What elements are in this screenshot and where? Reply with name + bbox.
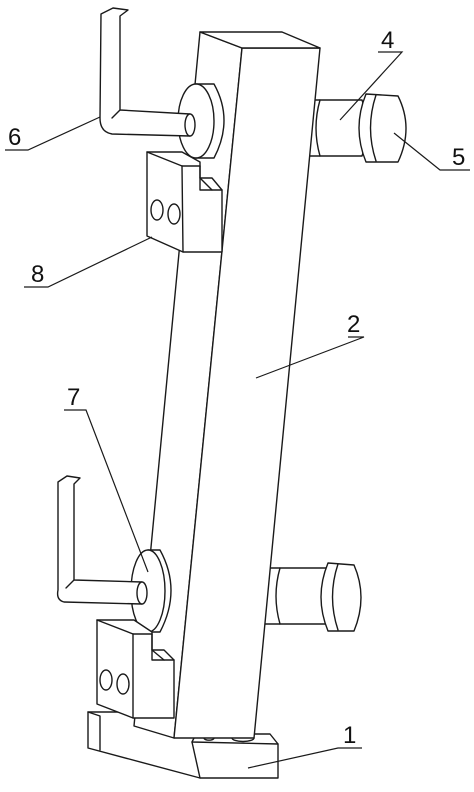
upper-hook-part-6 [99,7,196,137]
leader-7 [64,409,149,573]
upper-disc [177,83,225,159]
label-1: 1 [343,722,356,749]
leader-2 [255,336,365,379]
column-part-2 [133,31,321,739]
lower-clamp-hole-left [99,669,113,691]
leader-4 [339,51,404,121]
leader-8 [24,236,153,288]
column-top-face [199,31,321,49]
label-6: 6 [8,124,21,151]
label-2: 2 [347,311,360,338]
lower-disc-part-7 [130,549,172,633]
leader-5 [393,132,470,171]
lower-clamp [96,619,175,719]
leader-1 [247,747,362,769]
part-labels: 4 5 6 8 2 7 1 [8,27,465,749]
lower-clamp-hole-right [116,673,130,695]
upper-clamp-part-8 [146,151,223,253]
upper-clamp-hole-left [150,199,164,221]
lower-hook [56,475,148,605]
upper-clamp-hole-right [167,203,181,225]
label-5: 5 [452,144,465,171]
label-4: 4 [381,27,394,54]
label-8: 8 [31,261,44,288]
leader-6 [5,116,101,151]
lower-knob [320,562,362,632]
label-7: 7 [67,384,80,411]
upper-knob-part-5 [358,93,407,163]
leader-lines [5,51,470,769]
